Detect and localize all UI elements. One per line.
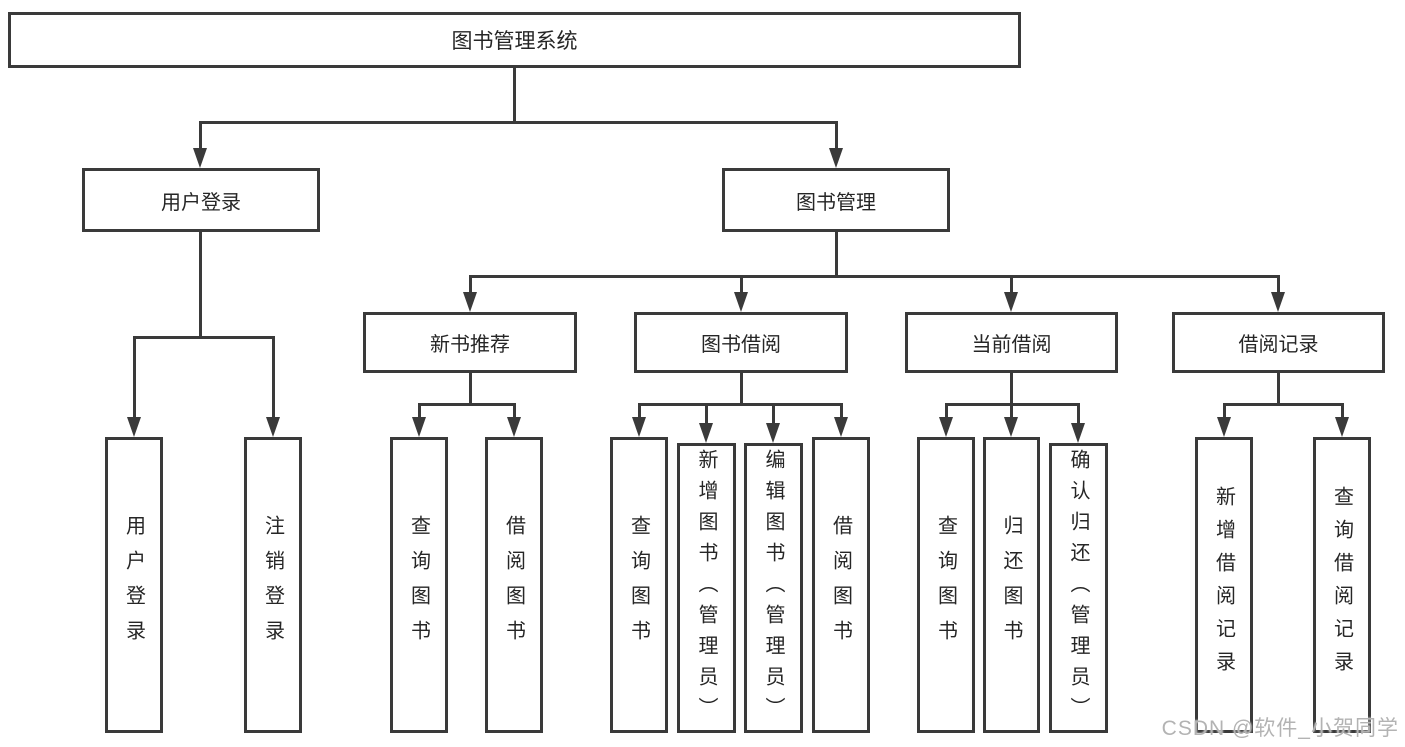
- down-arrowhead: [1004, 417, 1018, 437]
- connector-user-login-stem: [199, 121, 202, 150]
- connector-leaf-stem: [418, 403, 421, 419]
- leaf-label: 用户登录: [122, 515, 145, 655]
- connector-leaf-stem: [772, 403, 775, 423]
- connector-l3-stem: [740, 275, 743, 294]
- leaf-label: 借阅图书: [829, 515, 852, 655]
- down-arrowhead: [829, 148, 843, 168]
- node-user-login: 用户登录: [82, 168, 320, 232]
- node-leaf-borrow-book-2: 借阅图书: [812, 437, 870, 733]
- connector-g2-drop: [469, 373, 472, 406]
- node-leaf-query-book-2: 查询图书: [610, 437, 668, 733]
- watermark: CSDN @软件_小贺同学: [1161, 717, 1399, 740]
- node-leaf-edit-book: 编辑图书（管理员）: [744, 443, 803, 733]
- node-book-mgmt-label: 图书管理: [796, 191, 876, 214]
- connector-leaf-stem: [272, 336, 275, 419]
- connector-leaf-stem: [513, 403, 516, 419]
- connector-leaf-stem: [840, 403, 843, 419]
- connector-user-login-drop: [199, 232, 202, 337]
- down-arrowhead: [699, 423, 713, 443]
- node-leaf-user-login: 用户登录: [105, 437, 163, 733]
- node-borrow-records: 借阅记录: [1172, 312, 1385, 373]
- connector-leaf-stem: [1077, 403, 1080, 423]
- connector-leaf-stem: [1341, 403, 1344, 419]
- leaf-label: 查询借阅记录: [1330, 486, 1353, 684]
- node-current-borrow-label: 当前借阅: [971, 334, 1052, 356]
- down-arrowhead: [412, 417, 426, 437]
- down-arrowhead: [834, 417, 848, 437]
- leaf-label: 新增图书（管理员）: [695, 448, 717, 728]
- connector-g4-drop: [1010, 373, 1013, 406]
- connector-root-stem: [513, 68, 516, 122]
- node-book-borrow-label: 图书借阅: [701, 334, 781, 356]
- leaf-label: 确认归还（管理员）: [1067, 448, 1089, 728]
- node-leaf-query-book-1: 查询图书: [390, 437, 448, 733]
- down-arrowhead: [734, 292, 748, 312]
- connector-g5-rail: [1223, 403, 1343, 406]
- down-arrowhead: [127, 417, 141, 437]
- node-leaf-add-book: 新增图书（管理员）: [677, 443, 736, 733]
- leaf-label: 新增借阅记录: [1212, 486, 1235, 684]
- connector-leaf-stem: [945, 403, 948, 419]
- connector-leaf-stem: [133, 336, 136, 419]
- node-book-borrow: 图书借阅: [634, 312, 848, 373]
- down-arrowhead: [463, 292, 477, 312]
- down-arrowhead: [632, 417, 646, 437]
- connector-level2-rail: [199, 121, 837, 124]
- node-new-book-rec-label: 新书推荐: [430, 334, 510, 356]
- down-arrowhead: [266, 417, 280, 437]
- down-arrowhead: [193, 148, 207, 168]
- node-new-book-rec: 新书推荐: [363, 312, 577, 373]
- down-arrowhead: [1217, 417, 1231, 437]
- connector-g3-drop: [740, 373, 743, 406]
- node-leaf-confirm-return: 确认归还（管理员）: [1049, 443, 1108, 733]
- down-arrowhead: [1071, 423, 1085, 443]
- leaf-label: 查询图书: [627, 515, 650, 655]
- connector-g5-drop: [1277, 373, 1280, 406]
- connector-l3-stem: [1277, 275, 1280, 294]
- node-leaf-return-book: 归还图书: [983, 437, 1040, 733]
- node-leaf-borrow-book-1: 借阅图书: [485, 437, 543, 733]
- connector-leaf-stem: [1223, 403, 1226, 419]
- leaf-label: 借阅图书: [502, 515, 525, 655]
- down-arrowhead: [939, 417, 953, 437]
- connector-level3-rail: [469, 275, 1280, 278]
- connector-l3-stem: [1010, 275, 1013, 294]
- connector-g3-rail: [638, 403, 842, 406]
- connector-g2-rail: [418, 403, 515, 406]
- node-user-login-label: 用户登录: [161, 191, 241, 214]
- connector-book-mgmt-stem: [835, 121, 838, 150]
- connector-leaf-stem: [638, 403, 641, 419]
- down-arrowhead: [1335, 417, 1349, 437]
- connector-leaf-stem: [705, 403, 708, 423]
- node-root: 图书管理系统: [8, 12, 1021, 68]
- down-arrowhead: [766, 423, 780, 443]
- leaf-label: 查询图书: [407, 515, 430, 655]
- leaf-label: 归还图书: [1000, 515, 1022, 655]
- node-borrow-records-label: 借阅记录: [1238, 334, 1319, 356]
- leaf-label: 注销登录: [261, 515, 284, 655]
- down-arrowhead: [507, 417, 521, 437]
- down-arrowhead: [1004, 292, 1018, 312]
- connector-login-rail: [133, 336, 274, 339]
- node-leaf-query-record: 查询借阅记录: [1313, 437, 1371, 733]
- node-leaf-query-book-3: 查询图书: [917, 437, 975, 733]
- node-root-label: 图书管理系统: [451, 30, 578, 53]
- leaf-label: 查询图书: [934, 515, 957, 655]
- connector-l3-stem: [469, 275, 472, 294]
- connector-leaf-stem: [1010, 403, 1013, 419]
- node-current-borrow: 当前借阅: [905, 312, 1118, 373]
- down-arrowhead: [1271, 292, 1285, 312]
- node-book-mgmt: 图书管理: [722, 168, 950, 232]
- leaf-label: 编辑图书（管理员）: [762, 448, 784, 728]
- node-leaf-logout: 注销登录: [244, 437, 302, 733]
- connector-book-mgmt-drop: [835, 232, 838, 276]
- node-leaf-add-record: 新增借阅记录: [1195, 437, 1253, 733]
